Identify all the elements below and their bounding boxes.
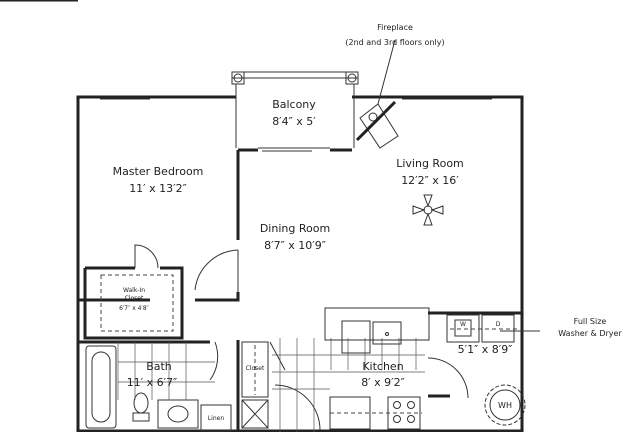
- kitchen-label: Kitchen: [362, 360, 403, 373]
- dining-room-size: 8′7″ x 10′9″: [264, 239, 326, 252]
- bath-label: Bath: [146, 360, 172, 373]
- walk-in-closet-label-2: Closet: [125, 295, 144, 302]
- water-heater-label: WH: [498, 401, 512, 410]
- fireplace-icon: [355, 39, 399, 149]
- tile-grid: [117, 338, 425, 432]
- closet-label: Closet: [246, 365, 265, 372]
- laundry-note-2: Washer & Dryer: [558, 329, 622, 338]
- living-room-label: Living Room: [396, 157, 464, 170]
- walk-in-closet-label-1: Walk-In: [123, 287, 145, 294]
- fireplace-title: Fireplace: [377, 23, 413, 32]
- master-bedroom-size: 11′ x 13′2″: [129, 182, 187, 195]
- balcony-label: Balcony: [272, 98, 316, 111]
- laundry-size: 5′1″ x 8′9″: [458, 343, 513, 356]
- living-room-size: 12′2″ x 16′: [401, 174, 459, 187]
- linen-label: Linen: [208, 415, 225, 422]
- walk-in-closet-size: 6′7″ x 4′8″: [119, 305, 150, 312]
- ceiling-fan-icon: [412, 194, 444, 226]
- laundry-note-1: Full Size: [574, 317, 607, 326]
- fireplace-note: (2nd and 3rd floors only): [345, 38, 444, 47]
- washer-label: W: [460, 321, 466, 328]
- walls: [0, 0, 540, 432]
- master-bedroom-label: Master Bedroom: [113, 165, 204, 178]
- kitchen-size: 8′ x 9′2″: [361, 376, 405, 389]
- balcony-size: 8′4″ x 5′: [272, 115, 316, 128]
- bath-size: 11′ x 6′7″: [127, 376, 178, 389]
- dining-room-label: Dining Room: [260, 222, 330, 235]
- dryer-label: D: [496, 321, 501, 328]
